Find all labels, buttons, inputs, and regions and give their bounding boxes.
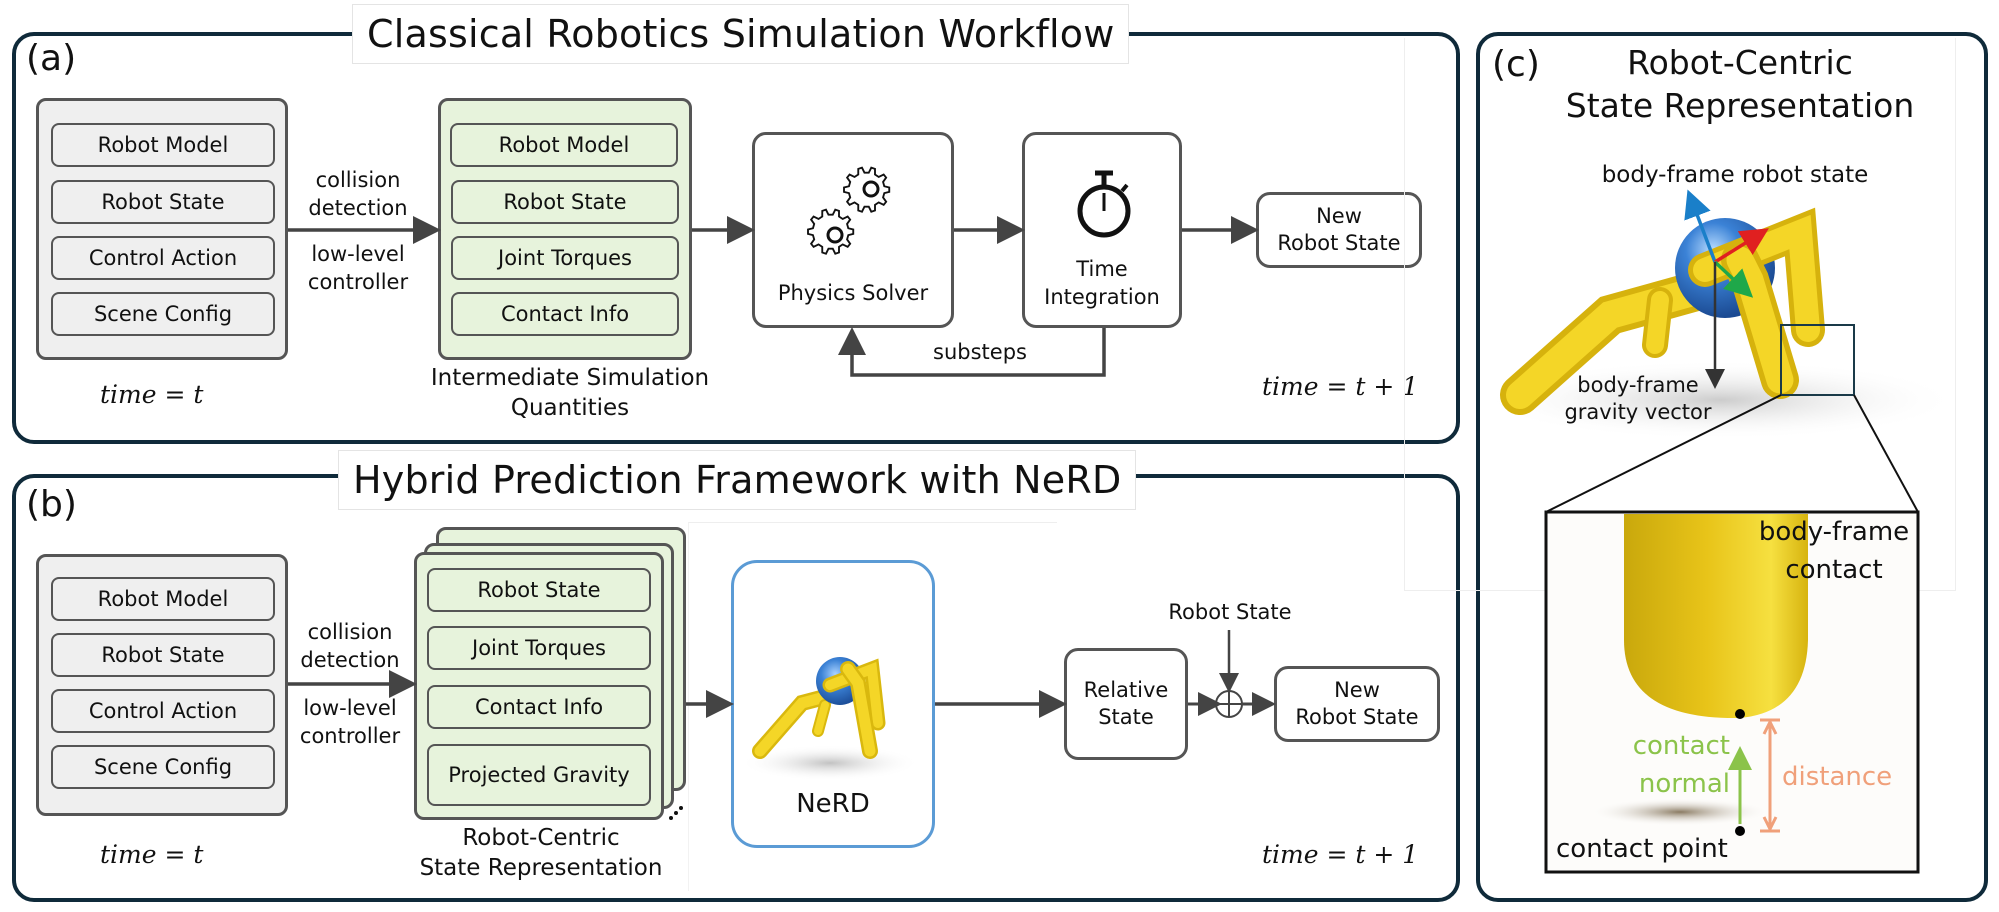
b-rep-robot-state: Robot State: [427, 568, 651, 612]
a-input-robot-state: Robot State: [51, 180, 275, 224]
b-input-group: Robot Model Robot State Control Action S…: [36, 554, 288, 816]
c-gravity-label: body-frame gravity vector: [1548, 372, 1728, 427]
b-rep-joint-torques: Joint Torques: [427, 626, 651, 670]
b-input-robot-state: Robot State: [51, 633, 275, 677]
c-inset-contact-label: body-frame contact: [1752, 514, 1916, 589]
c-normal-line2: normal: [1638, 768, 1730, 799]
b-label-collision: collision: [307, 620, 393, 644]
c-gravity-line2: gravity vector: [1564, 400, 1712, 425]
c-robot-state-label: body-frame robot state: [1601, 162, 1869, 188]
a-physics-solver-label: Physics Solver: [777, 280, 929, 305]
b-caption-line1: Robot-Centric: [462, 825, 620, 851]
b-rep-contact-info: Contact Info: [427, 685, 651, 729]
a-physics-solver: Physics Solver: [752, 132, 954, 328]
a-input-control-action: Control Action: [51, 236, 275, 280]
c-contact-line2: contact: [1785, 554, 1883, 585]
b-representation-caption: Robot-Centric State Representation: [396, 824, 686, 884]
gears-icon: [807, 166, 891, 255]
a-label-controller: controller: [307, 270, 409, 295]
a-time-label: Time: [1076, 257, 1128, 282]
a-int-joint-torques: Joint Torques: [451, 236, 679, 280]
b-time-t-text: time = t: [100, 840, 204, 869]
b-label-controller: controller: [299, 724, 401, 749]
c-normal-line1: contact: [1632, 731, 1730, 761]
b-relative-label: Relative: [1083, 677, 1169, 702]
a-input-scene-config: Scene Config: [51, 292, 275, 336]
stopwatch-icon: [1077, 170, 1131, 238]
panel-a-letter: (a): [26, 38, 77, 79]
b-caption-line2: State Representation: [419, 854, 663, 881]
a-time-t: time = t: [100, 380, 203, 409]
a-arrow-label-top: collision detection: [306, 166, 410, 223]
robot-illustration: [740, 657, 920, 781]
a-int-contact-info: Contact Info: [451, 292, 679, 336]
a-time-t1: time = t + 1: [1262, 372, 1418, 401]
b-time-t1-text: time = t + 1: [1262, 840, 1419, 869]
a-time-integration: Time Integration: [1022, 132, 1182, 328]
c-contact-point-label: contact point: [1556, 834, 1728, 864]
panel-a-title: Classical Robotics Simulation Workflow: [352, 4, 1130, 64]
a-label-collision: collision: [315, 168, 401, 192]
a-intermediate-caption: Intermediate Simulation Quantities: [410, 364, 730, 424]
b-state-label: State: [1098, 705, 1154, 729]
b-time-t1: time = t + 1: [1262, 840, 1418, 869]
b-label-detection: detection: [300, 648, 400, 673]
a-int-robot-state: Robot State: [451, 180, 679, 224]
b-input-control-action: Control Action: [51, 689, 275, 733]
nerd-label: NeRD: [796, 789, 870, 819]
b-label-low-level: low-level: [303, 696, 397, 720]
a-arrow-label-bottom: low-level controller: [306, 240, 410, 297]
a-new-robot-state: New Robot State: [1256, 192, 1422, 268]
b-rep-projected-gravity: Projected Gravity: [427, 744, 651, 806]
b-representation-group: Robot State Joint Torques Contact Info P…: [414, 552, 664, 820]
nerd-model-box: NeRD: [731, 560, 935, 848]
a-time-t1-text: time = t + 1: [1262, 372, 1419, 401]
a-int-robot-model: Robot Model: [450, 123, 678, 167]
b-time-t: time = t: [100, 840, 203, 869]
b-sum-input-label: Robot State: [1168, 600, 1292, 624]
a-label-detection: detection: [308, 196, 408, 221]
b-robot-state-label: Robot State: [1295, 705, 1419, 729]
b-input-robot-model: Robot Model: [51, 577, 275, 621]
a-robot-state-label: Robot State: [1277, 231, 1401, 255]
panel-b-title: Hybrid Prediction Framework with NeRD: [338, 450, 1137, 510]
b-input-scene-config: Scene Config: [51, 745, 275, 789]
a-intermediate-group: Robot Model Robot State Joint Torques Co…: [438, 98, 692, 360]
a-time-t-text: time = t: [100, 380, 204, 409]
a-new-label: New: [1316, 203, 1362, 228]
c-title-line2: State Representation: [1565, 85, 1915, 125]
b-new-robot-state: New Robot State: [1274, 666, 1440, 742]
a-input-robot-model: Robot Model: [51, 123, 275, 167]
c-title-line1: Robot-Centric: [1627, 43, 1853, 82]
panel-c-title: Robot-Centric State Representation: [1560, 42, 1920, 128]
c-contact-normal-label: contact normal: [1600, 728, 1730, 803]
a-label-low-level: low-level: [311, 242, 405, 266]
c-gravity-line1: body-frame: [1577, 373, 1699, 397]
panel-c-letter: (c): [1492, 44, 1540, 85]
b-relative-state: Relative State: [1064, 648, 1188, 760]
a-caption-line1: Intermediate Simulation: [430, 365, 710, 391]
c-contact-line1: body-frame: [1758, 517, 1910, 547]
c-distance-label: distance: [1782, 762, 1893, 792]
a-input-group: Robot Model Robot State Control Action S…: [36, 98, 288, 360]
panel-b-letter: (b): [26, 484, 77, 525]
b-new-label: New: [1334, 677, 1380, 702]
nerd-image-frame: [688, 522, 1057, 891]
a-integration-label: Integration: [1044, 284, 1160, 309]
b-arrow-label-top: collision detection: [298, 618, 402, 675]
a-caption-line2: Quantities: [510, 394, 630, 421]
b-arrow-label-bottom: low-level controller: [298, 694, 402, 751]
a-substeps-label: substeps: [933, 340, 1027, 364]
